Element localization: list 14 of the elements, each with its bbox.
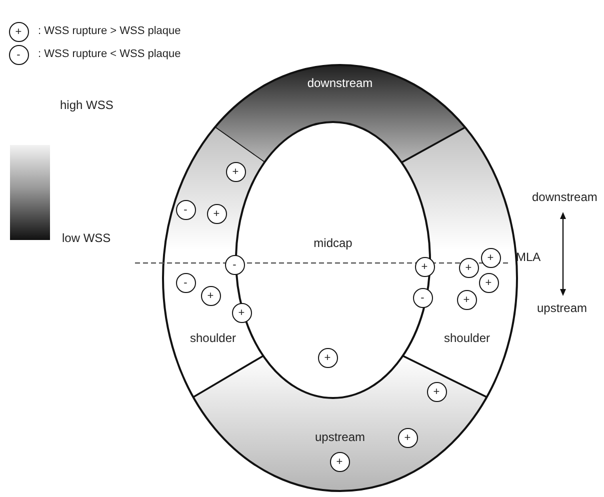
region-label: midcap (314, 236, 352, 250)
direction-label: upstream (537, 301, 588, 315)
legend-text: : WSS rupture < WSS plaque (38, 48, 181, 60)
scale-label: low WSS (62, 231, 111, 245)
direction-label: downstream (532, 190, 598, 204)
region-label: shoulder (190, 331, 236, 345)
axis-label: MLA (516, 250, 541, 264)
region-label: shoulder (444, 331, 490, 345)
region-label: upstream (314, 430, 366, 444)
legend-text: : WSS rupture > WSS plaque (38, 25, 181, 37)
region-label: downstream (307, 76, 373, 90)
scale-label: high WSS (60, 98, 114, 112)
sign-marker: + (8, 22, 28, 42)
sign-marker: - (8, 44, 28, 64)
